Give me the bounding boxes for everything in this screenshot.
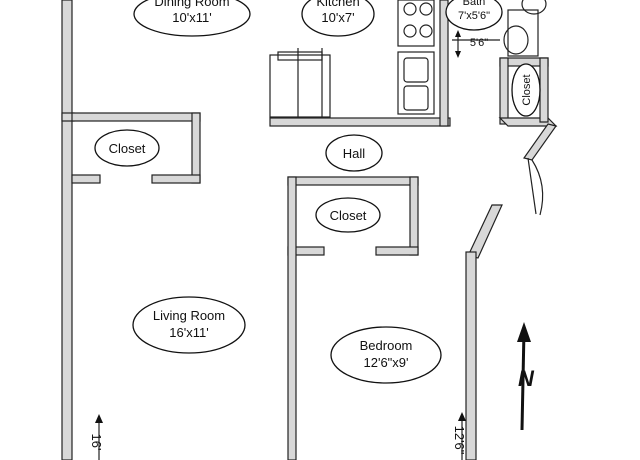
compass-north-arrow: N	[517, 322, 535, 431]
compass-letter: N	[518, 366, 535, 391]
burner-icon	[419, 2, 433, 16]
bedroom-size: 12'6"x9'	[364, 355, 409, 370]
wall-kitchen-bottom	[269, 117, 451, 127]
burner-icon	[419, 24, 433, 38]
dining-room-name: Dining Room	[154, 0, 229, 9]
wall-bath-closet-left	[499, 57, 509, 125]
wall-kitchen-bath	[439, 0, 449, 127]
bath-width-dimension: 5'6"	[470, 37, 488, 49]
wall-bedroom-left	[287, 176, 297, 460]
label-oval-closet-left	[94, 129, 160, 167]
wall-right-outer	[465, 251, 477, 460]
label-oval-bath	[445, 0, 503, 31]
wall-closet-left-bottom-left	[71, 174, 101, 184]
bath-fixture	[507, 9, 539, 57]
wall-closet-left-top	[71, 112, 201, 122]
bath-closet-label: Closet	[521, 74, 533, 105]
kitchen-size: 10'x7'	[321, 10, 354, 25]
hall-label: Hall	[343, 146, 366, 161]
wall-bedroom-top	[287, 176, 419, 186]
kitchen-name: Kitchen	[316, 0, 359, 9]
stove	[397, 0, 435, 47]
bedroom-name: Bedroom	[360, 338, 413, 353]
dining-room-size: 10'x11'	[172, 10, 211, 25]
wall-entry-angled	[467, 204, 503, 259]
toilet-icon	[503, 25, 529, 55]
kitchen-cabinet	[269, 54, 331, 118]
closet-bedroom-label: Closet	[330, 208, 367, 223]
wall-closet-left-right	[191, 112, 201, 184]
burner-icon	[403, 24, 417, 38]
label-oval-living	[132, 296, 246, 354]
label-oval-bath-closet	[511, 63, 541, 117]
living-room-name: Living Room	[153, 308, 225, 323]
label-oval-closet-bedroom	[315, 197, 381, 233]
burner-icon	[403, 2, 417, 16]
label-oval-kitchen	[301, 0, 375, 37]
label-oval-dining	[133, 0, 251, 37]
label-oval-hall	[325, 134, 383, 172]
wall-right-angled	[523, 123, 557, 161]
bedroom-length-dimension: 12'6"	[452, 426, 467, 455]
door-swing	[531, 159, 544, 216]
closet-left-label: Closet	[109, 141, 146, 156]
living-room-size: 16'x11'	[169, 325, 208, 340]
living-length-dimension: 16'	[89, 434, 104, 451]
kitchen-sink	[397, 51, 435, 115]
wall-bedroom-closet-bottom-right	[375, 246, 419, 256]
bath-sink-icon	[521, 0, 547, 15]
bath-size: 7'x5'6"	[458, 10, 490, 22]
bath-name: Bath	[463, 0, 486, 8]
label-oval-bedroom	[330, 326, 442, 384]
wall-bedroom-closet-right	[409, 176, 419, 256]
kitchen-cabinet-top	[277, 51, 323, 61]
wall-closet-left-bottom-right	[151, 174, 201, 184]
wall-left-outer	[61, 0, 73, 460]
